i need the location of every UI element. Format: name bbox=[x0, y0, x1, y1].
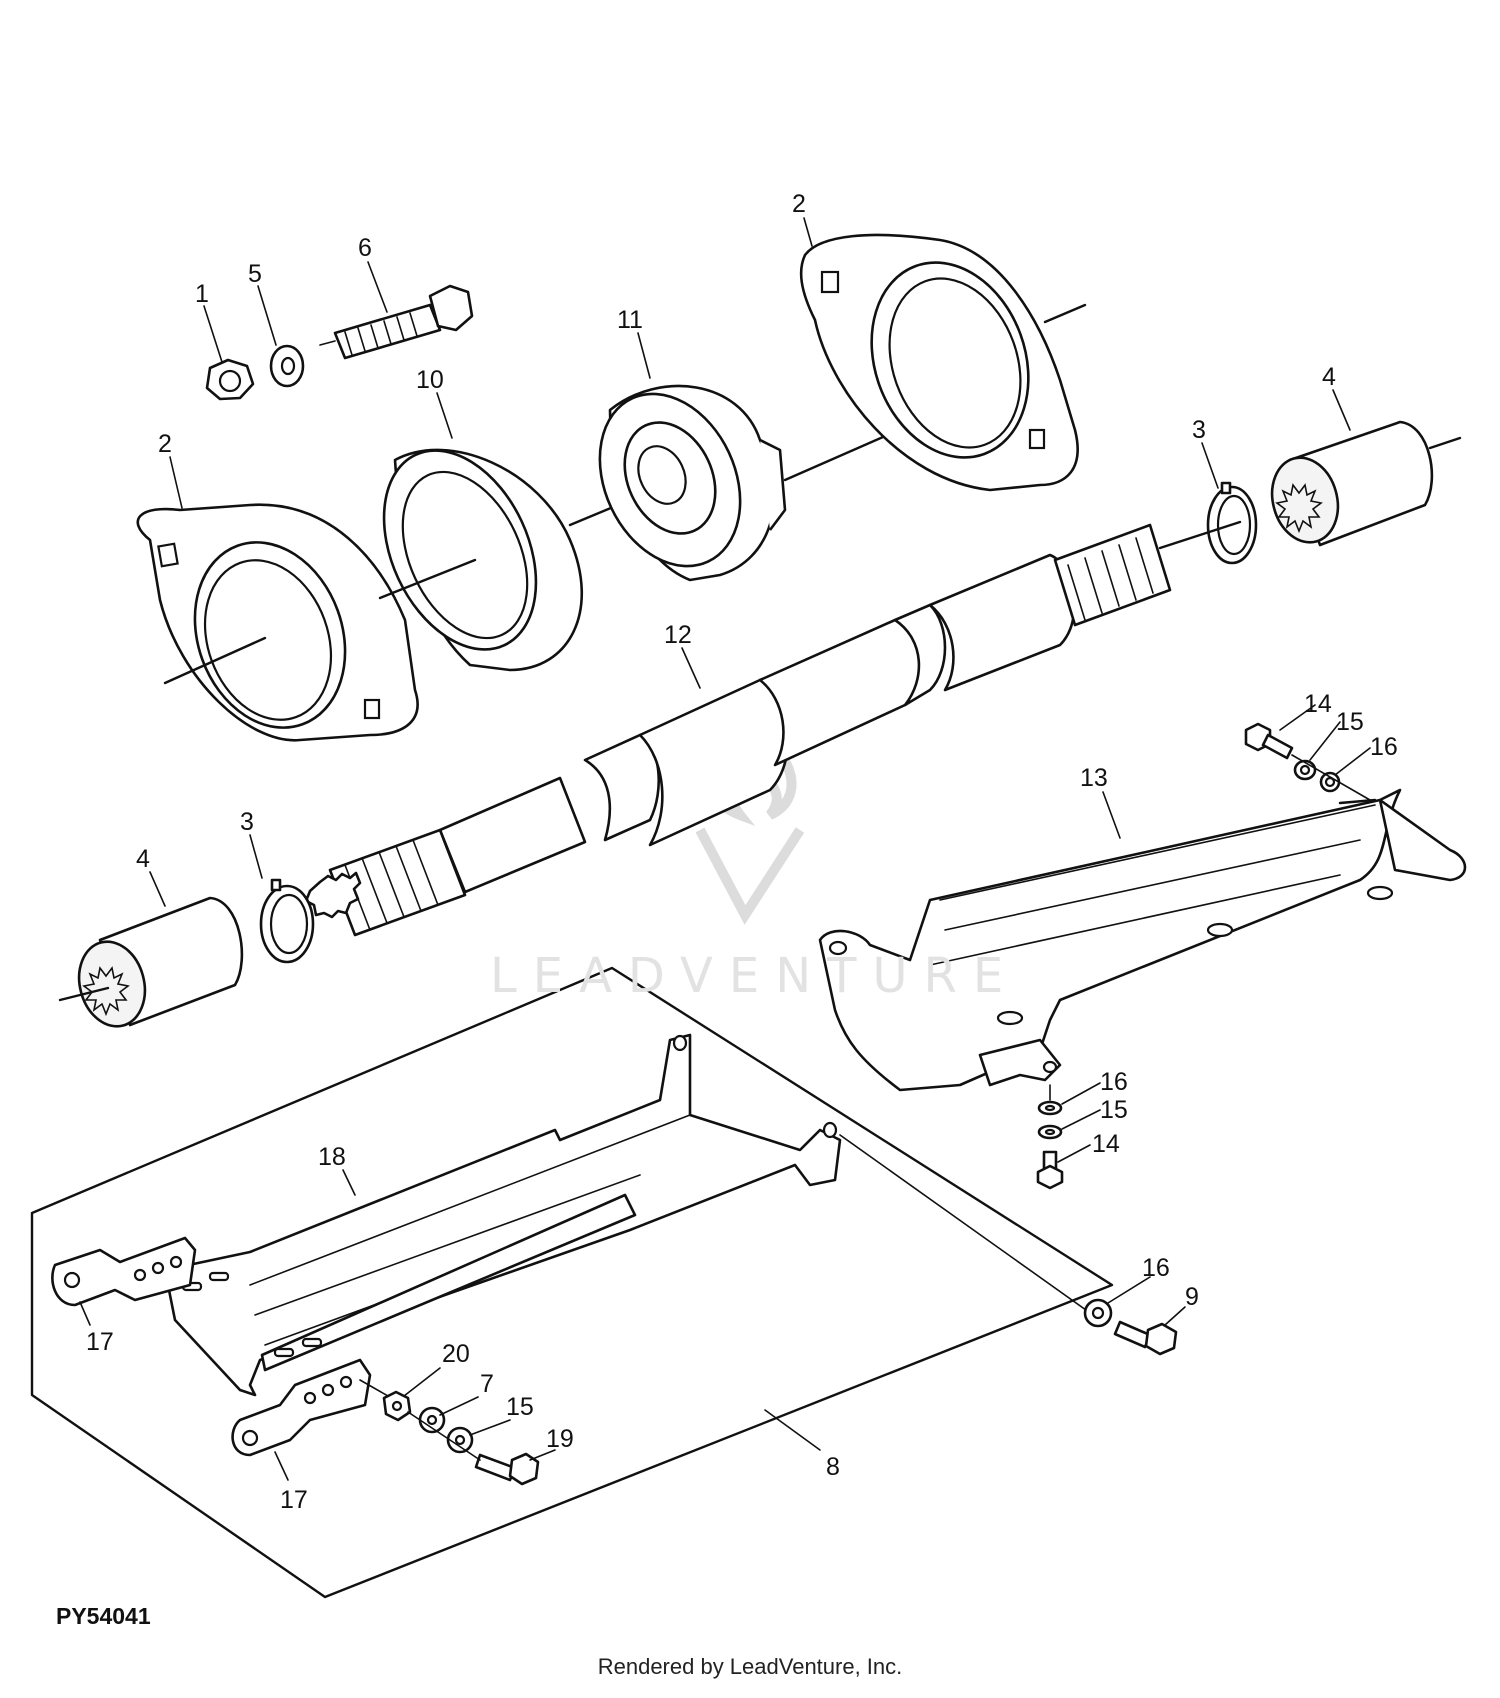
callout-8: 8 bbox=[826, 1453, 840, 1481]
hardware-upper-right bbox=[1244, 722, 1371, 801]
callout-15: 15 bbox=[1100, 1096, 1128, 1124]
coupler-right bbox=[1270, 420, 1462, 547]
callout-12: 12 bbox=[664, 621, 692, 649]
callout-18: 18 bbox=[318, 1143, 346, 1171]
callout-15: 15 bbox=[1336, 708, 1364, 736]
callout-2: 2 bbox=[792, 190, 806, 218]
kit-boundary-8 bbox=[30, 966, 1114, 1599]
callout-13: 13 bbox=[1080, 764, 1108, 792]
bolt-6 bbox=[319, 284, 474, 360]
callout-14: 14 bbox=[1304, 690, 1332, 718]
callout-11: 11 bbox=[617, 306, 643, 334]
callout-6: 6 bbox=[358, 234, 372, 262]
callout-16: 16 bbox=[1370, 733, 1398, 761]
hardware-lower-center bbox=[382, 1390, 540, 1486]
callout-3: 3 bbox=[240, 808, 254, 836]
bearing-collar-10 bbox=[378, 448, 632, 672]
bracket-17-lower bbox=[231, 1358, 396, 1457]
watermark-text: LEADVENTURE bbox=[490, 948, 1020, 1004]
callout-17: 17 bbox=[280, 1486, 308, 1514]
callout-17: 17 bbox=[86, 1328, 114, 1356]
flange-housing-right bbox=[799, 233, 1087, 492]
callout-4: 4 bbox=[136, 845, 150, 873]
callout-16: 16 bbox=[1142, 1254, 1170, 1282]
callout-19: 19 bbox=[546, 1425, 574, 1453]
callout-14: 14 bbox=[1092, 1130, 1120, 1158]
retaining-ring-right bbox=[1158, 481, 1258, 565]
callout-7: 7 bbox=[480, 1370, 494, 1398]
flange-housing-left bbox=[136, 503, 419, 742]
figure-id: PY54041 bbox=[56, 1603, 151, 1629]
coupler-left bbox=[58, 896, 244, 1028]
callout-20: 20 bbox=[442, 1340, 470, 1368]
callout-15: 15 bbox=[506, 1393, 534, 1421]
hardware-lower-right-2 bbox=[1083, 1298, 1178, 1356]
callout-16: 16 bbox=[1100, 1068, 1128, 1096]
hardware-lower-right bbox=[1036, 1084, 1064, 1190]
bracket-17-upper bbox=[51, 1236, 197, 1307]
callout-4: 4 bbox=[1322, 363, 1336, 391]
callout-1: 1 bbox=[195, 280, 209, 308]
callout-3: 3 bbox=[1192, 416, 1206, 444]
retaining-ring-left bbox=[259, 878, 315, 964]
callout-labels: 1 5 6 2 11 10 2 4 3 12 14 15 16 13 3 4 1… bbox=[86, 190, 1398, 1514]
drive-shaft-12 bbox=[304, 523, 1172, 937]
callout-10: 10 bbox=[416, 366, 444, 394]
render-credit: Rendered by LeadVenture, Inc. bbox=[597, 1654, 903, 1679]
bearing-11 bbox=[598, 384, 942, 582]
hex-nut-1 bbox=[205, 358, 255, 401]
callout-5: 5 bbox=[248, 260, 262, 288]
callout-9: 9 bbox=[1185, 1283, 1199, 1311]
callout-leaders bbox=[79, 217, 1371, 1481]
washer-5 bbox=[269, 344, 305, 388]
lower-shield-18 bbox=[163, 1033, 1101, 1397]
callout-2: 2 bbox=[158, 430, 172, 458]
shaft-shield-13 bbox=[818, 788, 1467, 1092]
